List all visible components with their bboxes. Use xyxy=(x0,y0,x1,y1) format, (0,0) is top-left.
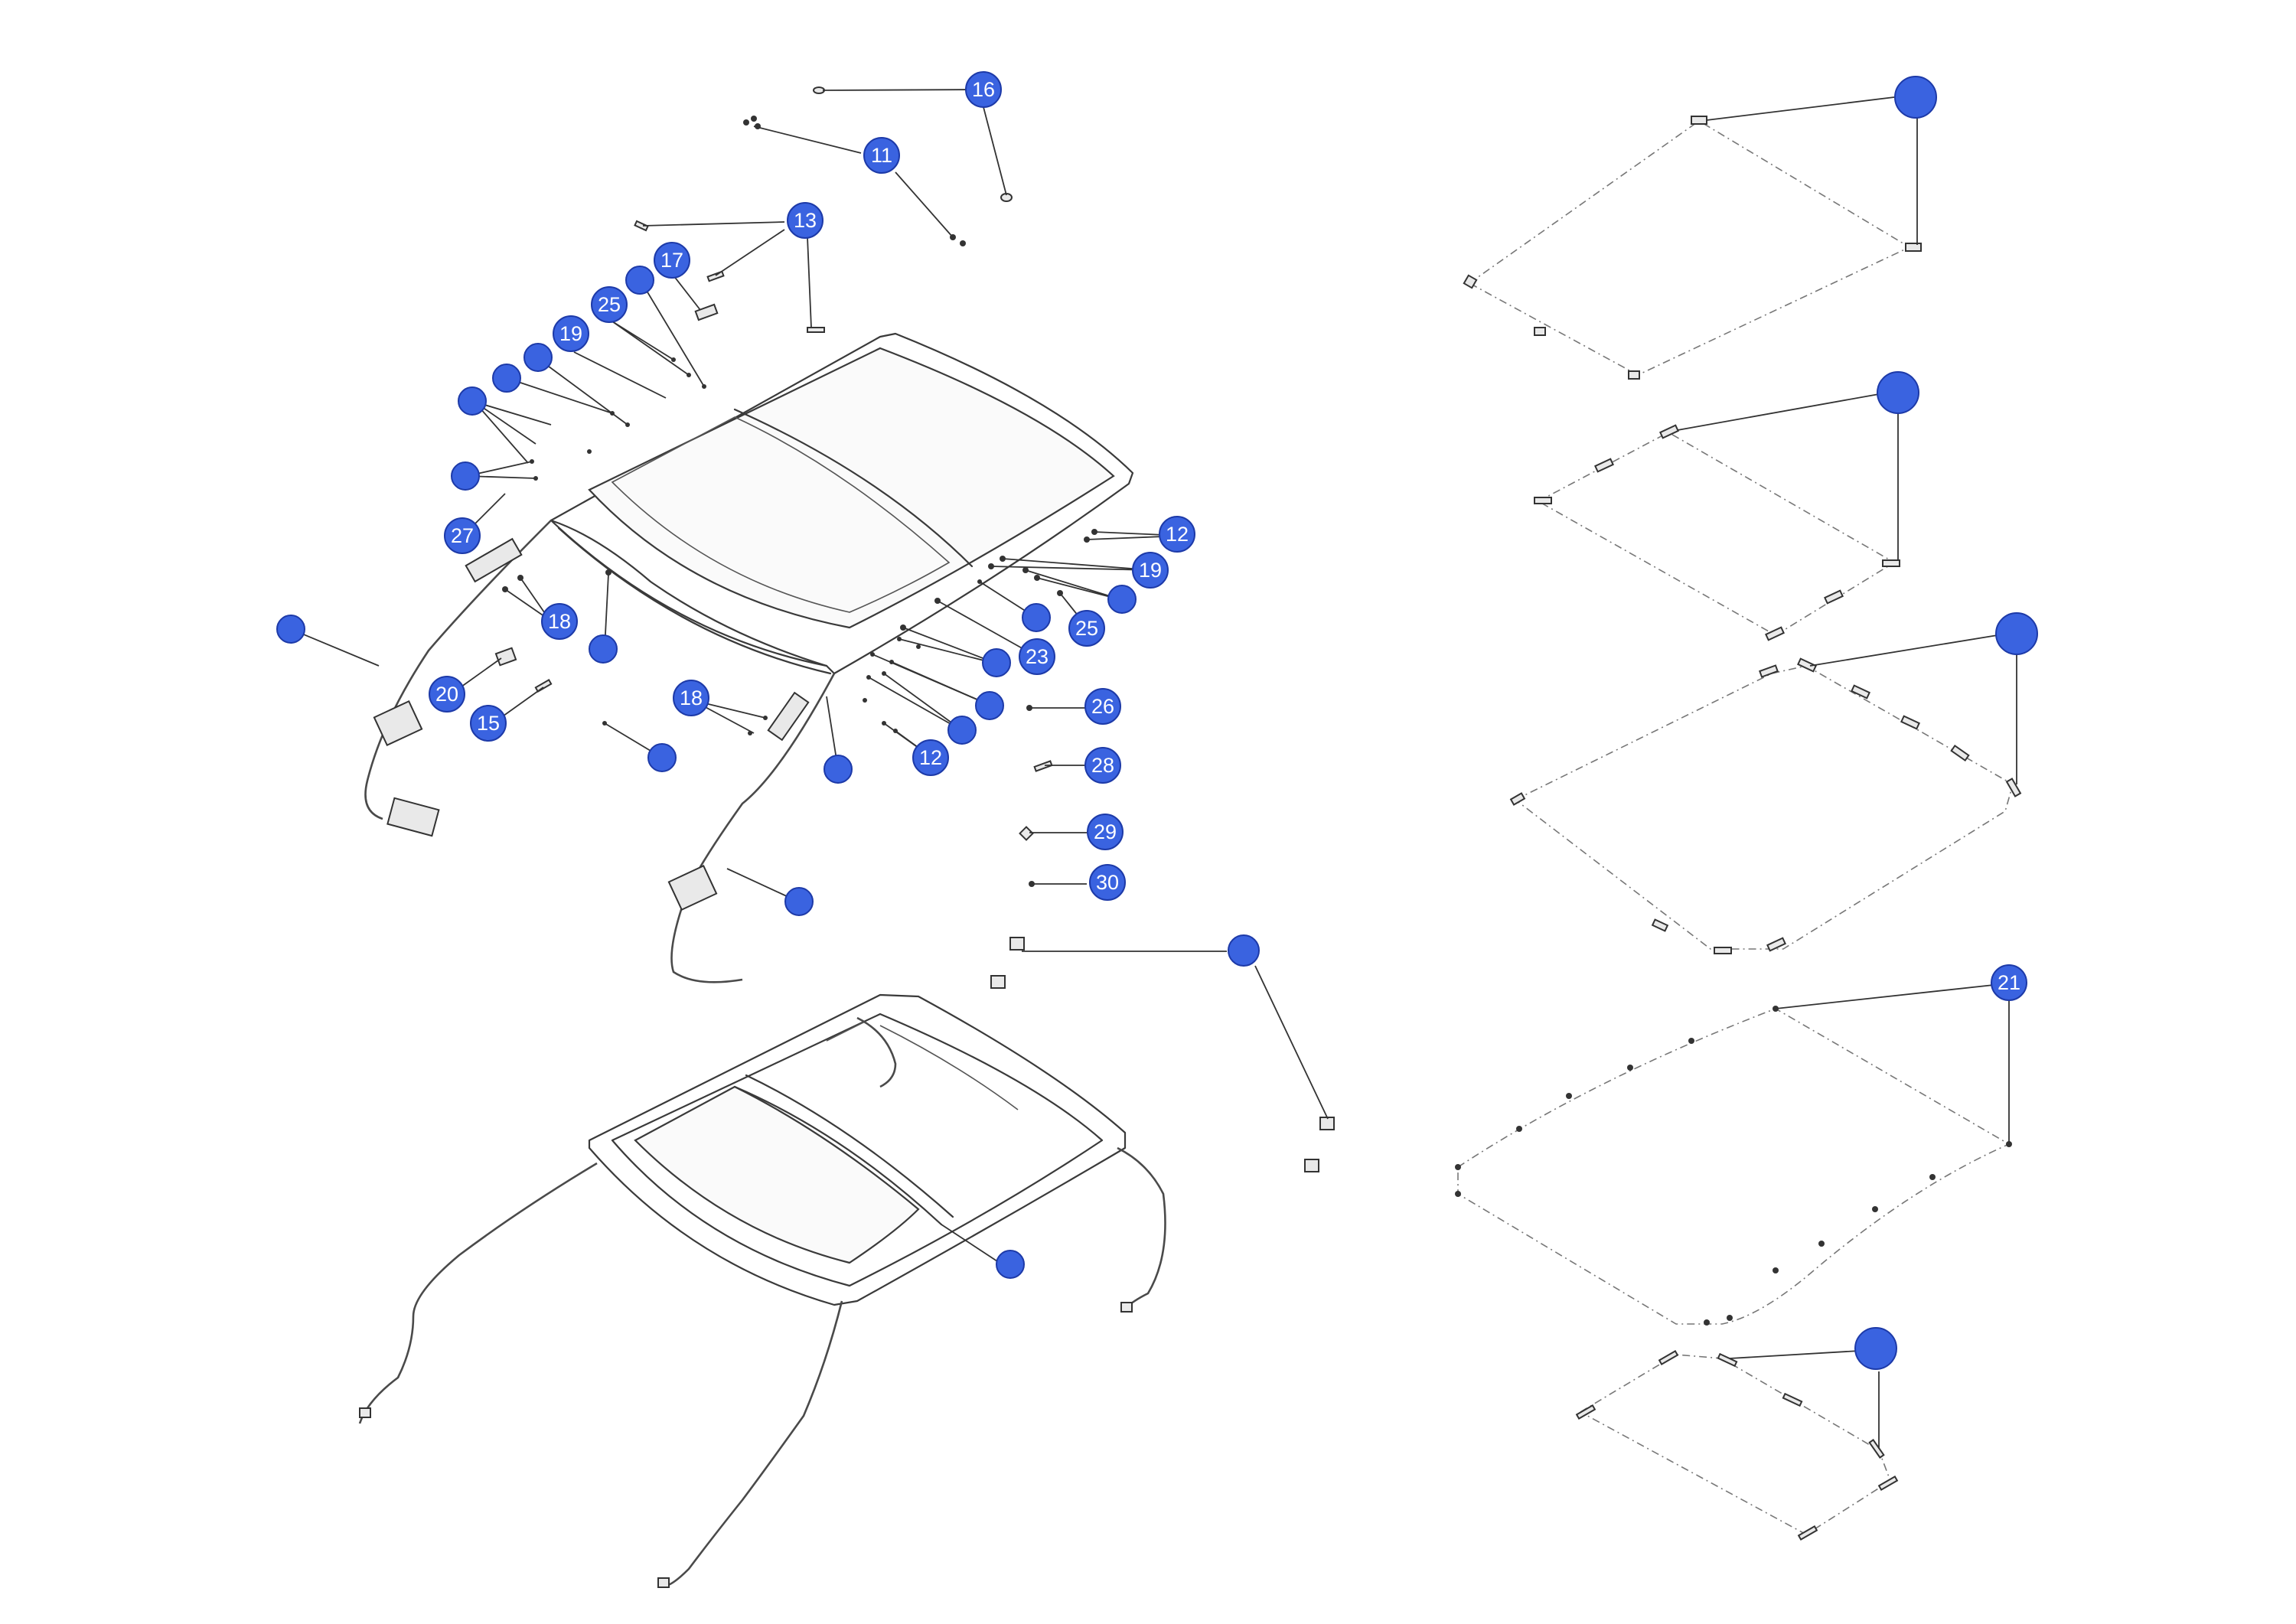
callout-label: 23 xyxy=(1026,645,1049,668)
callout: 29 xyxy=(1087,814,1124,850)
callout-label: 15 xyxy=(477,712,500,735)
callout-label: 11 xyxy=(871,144,892,167)
callout-label: 26 xyxy=(1091,695,1114,718)
trim-set-5 xyxy=(1575,1350,1899,1541)
hardware-parts xyxy=(494,86,1097,887)
callout-label: 19 xyxy=(1139,559,1162,582)
callout-label: 17 xyxy=(660,249,683,272)
callout-label: 21 xyxy=(1998,971,2020,994)
callout: 18 xyxy=(673,680,709,716)
callout xyxy=(1854,1327,1897,1370)
callout: 13 xyxy=(787,202,823,239)
sunroof-frame xyxy=(588,993,1127,1306)
callout: 30 xyxy=(1089,864,1126,901)
callout xyxy=(1877,371,1919,414)
callout-label: 16 xyxy=(972,78,995,101)
callout: 17 xyxy=(654,242,690,279)
callout xyxy=(1107,585,1137,614)
callout: 23 xyxy=(1019,638,1055,675)
callout: 27 xyxy=(444,517,481,554)
callout: 20 xyxy=(429,676,465,713)
callout-label: 28 xyxy=(1091,754,1114,777)
callout xyxy=(947,716,977,745)
callout-label: 25 xyxy=(598,293,621,316)
trim-set-3 xyxy=(1509,657,2022,954)
callout-label: 30 xyxy=(1096,871,1119,894)
callout: 18 xyxy=(541,603,578,640)
callout xyxy=(492,364,521,393)
callout: 11 xyxy=(863,137,900,174)
callout-label: 20 xyxy=(435,683,458,706)
callout: 19 xyxy=(1132,552,1169,589)
callout: 12 xyxy=(1159,516,1195,553)
callout xyxy=(523,343,553,372)
callout-label: 12 xyxy=(1166,523,1189,546)
callout xyxy=(1228,934,1260,967)
callout-label: 18 xyxy=(680,686,703,709)
callout-label: 19 xyxy=(559,322,582,345)
callout xyxy=(823,755,853,784)
callout xyxy=(1894,76,1937,119)
callout xyxy=(975,691,1004,720)
callout: 19 xyxy=(553,315,589,352)
callout xyxy=(1022,603,1051,632)
callout xyxy=(625,266,654,295)
trim-set-4 xyxy=(1455,1006,2012,1326)
callout xyxy=(982,648,1011,677)
callout xyxy=(589,634,618,664)
callout: 28 xyxy=(1084,747,1121,784)
callout xyxy=(784,887,814,916)
callout xyxy=(451,461,480,491)
callout: 15 xyxy=(470,705,507,742)
callout-label: 12 xyxy=(919,746,942,769)
callout-label: 18 xyxy=(548,610,571,633)
trim-set-1 xyxy=(1463,116,1922,380)
callout: 25 xyxy=(1068,610,1105,647)
callout-label: 25 xyxy=(1075,617,1098,640)
callout: 21 xyxy=(1991,964,2027,1001)
sunroof-glass-panel xyxy=(550,332,1134,675)
callout: 25 xyxy=(591,286,628,323)
callout xyxy=(458,386,487,416)
callout: 16 xyxy=(965,71,1002,108)
callout xyxy=(276,615,305,644)
callout xyxy=(647,743,677,772)
callout-label: 13 xyxy=(794,209,817,232)
motor-assemblies xyxy=(359,537,1335,1588)
callout-label: 29 xyxy=(1094,820,1117,843)
callout xyxy=(996,1250,1025,1279)
callout: 12 xyxy=(912,739,949,776)
leader-lines xyxy=(290,89,2017,1449)
trim-set-2 xyxy=(1534,424,1900,641)
callout: 26 xyxy=(1084,688,1121,725)
callout-label: 27 xyxy=(451,524,474,547)
callout xyxy=(1995,612,2038,655)
